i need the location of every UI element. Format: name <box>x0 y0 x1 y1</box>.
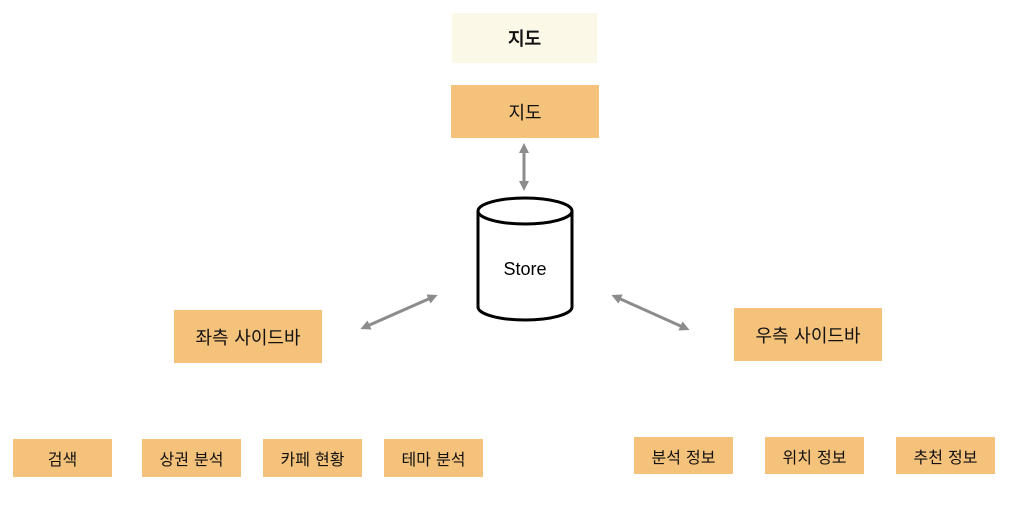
arrow-store-right-sidebar <box>611 294 690 331</box>
arrow-left-sidebar-store <box>360 294 438 330</box>
store-cylinder <box>476 196 574 322</box>
right-child-analysis-info: 분석 정보 <box>634 437 733 474</box>
right-child-location-info: 위치 정보 <box>765 437 864 474</box>
map-title-box: 지도 <box>452 13 597 63</box>
right-sidebar-box: 우측 사이드바 <box>734 308 882 361</box>
left-child-cafe-status: 카페 현황 <box>263 439 362 477</box>
left-child-search: 검색 <box>13 439 112 477</box>
left-child-theme-analysis: 테마 분석 <box>384 439 483 477</box>
store-label: Store <box>503 259 547 279</box>
map-box: 지도 <box>451 85 599 138</box>
right-child-recommendation-info: 추천 정보 <box>896 437 995 474</box>
left-sidebar-box: 좌측 사이드바 <box>174 310 322 363</box>
left-child-commercial-analysis: 상권 분석 <box>142 439 241 477</box>
